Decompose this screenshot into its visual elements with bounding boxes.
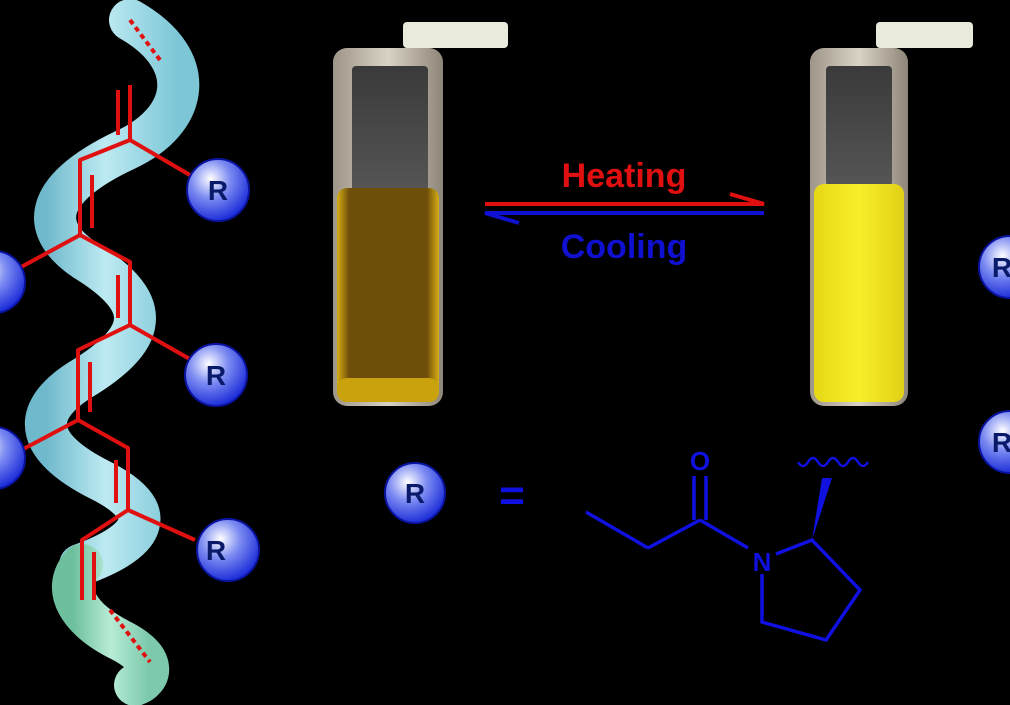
cuvette-solution-bottom bbox=[337, 378, 439, 402]
cuvette-cap bbox=[403, 22, 508, 48]
cuvette-solution bbox=[814, 184, 904, 402]
helix-model bbox=[11, 0, 200, 705]
r-sphere-legend: R bbox=[384, 462, 446, 524]
cooling-arrow bbox=[484, 211, 764, 225]
r-symbol: R bbox=[208, 175, 228, 206]
equilibrium-arrows: Heating Cooling bbox=[484, 157, 765, 266]
prolinamide-structure bbox=[585, 456, 870, 643]
r-symbol: R bbox=[206, 535, 226, 566]
r-sphere-edge-1: R bbox=[978, 235, 1010, 299]
double-bonds bbox=[88, 90, 120, 600]
r-spheres-helix: R R R bbox=[0, 158, 260, 582]
r-sphere-4 bbox=[0, 426, 26, 490]
r-sphere-5: R bbox=[196, 518, 260, 582]
r-sphere-edge-2: R bbox=[978, 410, 1010, 474]
backbone-dotted-bottom bbox=[108, 608, 152, 664]
cuvette-cap bbox=[876, 22, 973, 48]
cooling-label: Cooling bbox=[561, 228, 688, 266]
polyene-backbone bbox=[76, 85, 132, 600]
oxygen-atom: O bbox=[690, 446, 710, 476]
cuvette-headspace bbox=[826, 66, 892, 186]
r-sphere-3: R bbox=[184, 343, 248, 407]
r-definition: R = O N bbox=[384, 446, 870, 643]
helix-tube bbox=[25, 0, 200, 586]
r-symbol: R bbox=[992, 252, 1010, 283]
heating-arrow bbox=[485, 192, 765, 206]
equals-sign: = bbox=[499, 471, 525, 520]
cuvette-headspace bbox=[352, 66, 428, 191]
r-sphere-2 bbox=[0, 250, 26, 314]
r-symbol: R bbox=[405, 478, 425, 509]
cuvette-solution bbox=[337, 188, 439, 402]
helix-tube-lower bbox=[52, 544, 170, 705]
nitrogen-atom: N bbox=[753, 547, 772, 577]
r-sphere-1: R bbox=[186, 158, 250, 222]
cuvette-cool bbox=[333, 22, 508, 406]
cuvette-hot bbox=[810, 22, 973, 406]
r-symbol: R bbox=[206, 360, 226, 391]
heating-label: Heating bbox=[562, 157, 687, 195]
r-spheres-right-edge: R R bbox=[978, 235, 1010, 474]
substituent-bonds bbox=[11, 138, 197, 542]
r-symbol: R bbox=[992, 427, 1010, 458]
